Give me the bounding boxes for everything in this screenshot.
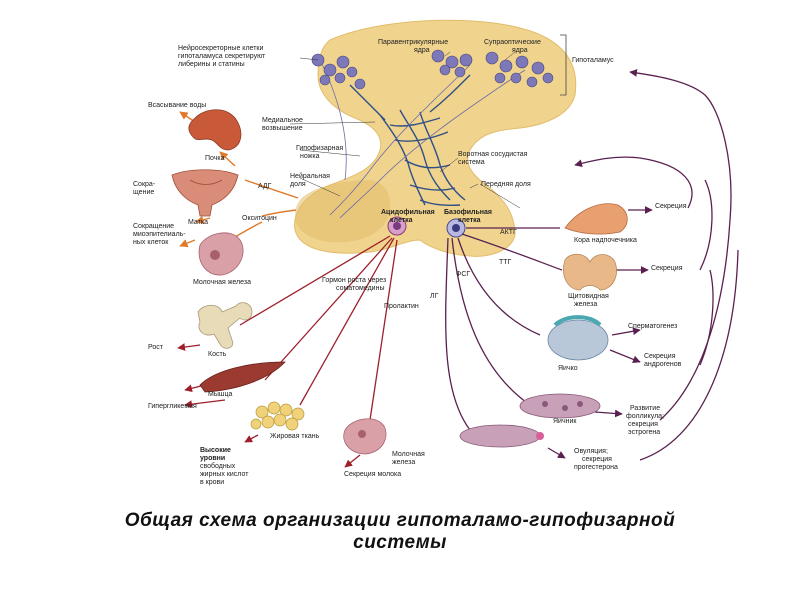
- uterus: [171, 169, 239, 217]
- svg-text:Сокра-щение: Сокра-щение: [133, 181, 156, 196]
- diagram-caption: Общая схема организации гипоталамо-гипоф…: [0, 510, 800, 554]
- svg-text:Молочная железа: Молочная железа: [193, 279, 251, 286]
- mammary-gland-2: [343, 418, 387, 455]
- caption-line-2: системы: [353, 532, 447, 553]
- testis: [547, 315, 609, 361]
- acidophil-cell: [387, 216, 407, 236]
- basophil-lines: [445, 69, 739, 461]
- svg-text:Гипоталамус: Гипоталамус: [572, 57, 614, 64]
- svg-text:ТТГ: ТТГ: [499, 259, 512, 266]
- svg-text:Передняя доля: Передняя доля: [481, 181, 531, 188]
- svg-text:Секреция: Секреция: [655, 203, 687, 210]
- pointer-lines: [289, 51, 521, 209]
- svg-text:Почка: Почка: [205, 155, 225, 162]
- bone: [197, 302, 253, 349]
- basophil-cell: [446, 218, 466, 238]
- svg-text:Сперматогенез: Сперматогенез: [628, 323, 677, 330]
- adrenal-cortex: [564, 203, 628, 235]
- svg-text:Яичник: Яичник: [553, 418, 577, 425]
- svg-text:Секреция молока: Секреция молока: [344, 471, 401, 478]
- muscle: [199, 361, 286, 393]
- svg-text:Жировая ткань: Жировая ткань: [270, 433, 320, 440]
- svg-text:ЛГ: ЛГ: [430, 293, 439, 300]
- caption-line-1: Общая схема организации гипоталамо-гипоф…: [124, 510, 676, 531]
- svg-text:Секреция: Секреция: [651, 265, 683, 272]
- svg-text:Пролактин: Пролактин: [384, 303, 419, 310]
- svg-text:Всасывание воды: Всасывание воды: [148, 102, 206, 109]
- svg-text:Гипергликемия: Гипергликемия: [148, 403, 197, 410]
- svg-text:Окситоцин: Окситоцин: [242, 215, 277, 222]
- svg-text:Кость: Кость: [208, 351, 227, 358]
- svg-text:АКТГ: АКТГ: [500, 229, 517, 236]
- svg-text:Мышца: Мышца: [208, 391, 232, 398]
- adipose-tissue: [250, 401, 305, 431]
- ovary: [519, 393, 601, 419]
- svg-text:Яичко: Яичко: [558, 365, 578, 372]
- paraventricular-nuclei: [431, 49, 473, 78]
- neurosecretory-nuclei: [311, 53, 366, 90]
- ovulating-ovary: [459, 424, 544, 448]
- svg-text:ФСГ: ФСГ: [456, 271, 470, 278]
- kidney: [188, 109, 242, 151]
- svg-text:Кора надпочечника: Кора надпочечника: [574, 237, 637, 244]
- posterior-lobe: [295, 180, 391, 243]
- portal-vessels: [349, 74, 471, 207]
- hypothalamus-bracket: [560, 34, 567, 96]
- svg-text:Матка: Матка: [188, 219, 208, 226]
- svg-text:Рост: Рост: [148, 344, 164, 351]
- svg-text:АДГ: АДГ: [258, 183, 272, 190]
- mammary-gland: [198, 232, 244, 276]
- thyroid: [563, 253, 617, 291]
- supraoptic-nuclei: [485, 51, 554, 88]
